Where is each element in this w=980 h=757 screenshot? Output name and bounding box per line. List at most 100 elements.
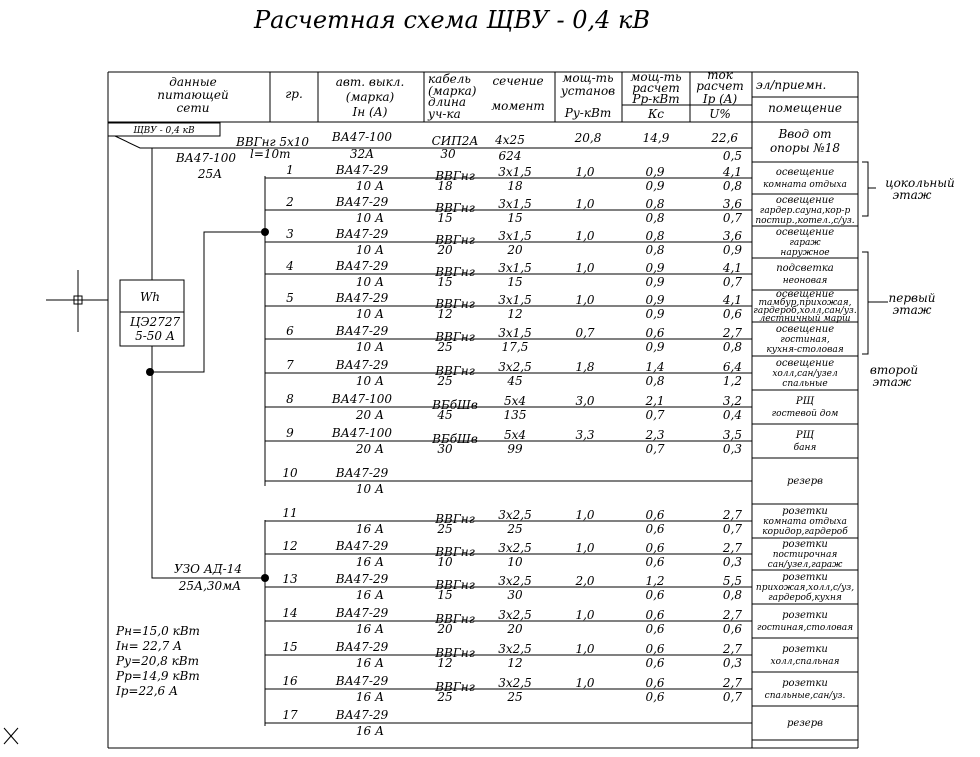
- input-rating: 32А: [350, 147, 374, 161]
- floor-braces: цокольный этаж первый этаж второй этаж: [862, 161, 955, 389]
- header-breaker-3: Iн (А): [352, 105, 388, 119]
- breaker-1: ВА47-29: [335, 163, 389, 177]
- input-consumer-2: опоры №18: [770, 141, 840, 155]
- breaker-rating-13: 16 А: [356, 588, 384, 602]
- power-inst-9: 3,3: [575, 428, 594, 442]
- moment-6: 17,5: [502, 340, 529, 354]
- power-calc-16: 0,6: [645, 676, 664, 690]
- moment-1: 18: [507, 179, 523, 193]
- cable-section-8: 5х4: [504, 394, 526, 408]
- current-5: 4,1: [722, 293, 742, 307]
- header-pcalc-3: Рр-кВт: [631, 92, 679, 106]
- breaker-rating-1: 10 А: [356, 179, 384, 193]
- consumer-11-line-0: розетки: [782, 506, 828, 517]
- breaker-rating-10: 10 А: [356, 482, 384, 496]
- cable-section-9: 5х4: [504, 428, 526, 442]
- group-number-10: 10: [282, 466, 298, 480]
- cable-section-12: 3х2,5: [498, 541, 532, 555]
- input-section: 4х25: [494, 133, 525, 147]
- consumer-1-line-0: освещение: [776, 167, 834, 178]
- consumer-3-line-2: наружное: [780, 248, 829, 258]
- summary-pu: Ру=20,8 кВт: [115, 654, 199, 668]
- voltage-drop-6: 0,8: [723, 340, 742, 354]
- consumer-5-line-3: лестничный марш: [760, 314, 851, 324]
- consumer-15-line-0: розетки: [782, 644, 828, 655]
- consumer-12-line-1: постирочная: [773, 550, 838, 560]
- input-breaker: ВА47-100: [331, 130, 393, 144]
- power-calc-11: 0,6: [645, 508, 664, 522]
- kc-15: 0,6: [645, 656, 664, 670]
- consumer-9-line-1: баня: [794, 442, 817, 453]
- header-current-1: ток: [707, 68, 734, 82]
- breaker-rating-9: 20 А: [355, 442, 384, 456]
- voltage-drop-11: 0,7: [723, 522, 742, 536]
- breaker-rating-6: 10 А: [356, 340, 384, 354]
- kc-12: 0,6: [645, 555, 664, 569]
- breaker-8: ВА47-100: [331, 392, 393, 406]
- kc-8: 0,7: [645, 408, 664, 422]
- cable-brand-4: ВВГнг: [434, 265, 475, 279]
- group-number-15: 15: [282, 640, 297, 654]
- input-section: ВВГнг 5х10 l=10m ВА47-100 25А ВА47-100 3…: [114, 127, 840, 181]
- summary-pp: Рр=14,9 кВт: [115, 669, 200, 683]
- header-breaker-2: (марка): [346, 90, 395, 104]
- breaker-17: ВА47-29: [335, 708, 389, 722]
- header-current-2: расчет: [696, 79, 744, 93]
- breaker-2: ВА47-29: [335, 195, 389, 209]
- group-number-16: 16: [282, 674, 298, 688]
- consumer-6-line-0: освещение: [776, 324, 834, 335]
- kc-14: 0,6: [645, 622, 664, 636]
- voltage-drop-4: 0,7: [723, 275, 742, 289]
- breaker-rating-8: 20 А: [355, 408, 384, 422]
- breaker-16: ВА47-29: [335, 674, 389, 688]
- frame: [107, 71, 859, 749]
- header-current-4: U%: [709, 107, 731, 121]
- consumer-6-line-1: гостиная,: [780, 335, 830, 345]
- voltage-drop-2: 0,7: [723, 211, 742, 225]
- consumer-4-line-1: неоновая: [783, 276, 828, 286]
- power-inst-2: 1,0: [575, 197, 594, 211]
- consumer-8-line-0: РЩ: [795, 396, 815, 407]
- current-11: 2,7: [722, 508, 742, 522]
- input-length: 30: [440, 147, 456, 161]
- consumer-2-line-1: гардер.сауна,кор-р: [760, 206, 851, 216]
- moment-16: 25: [506, 690, 522, 704]
- summary-block: Рн=15,0 кВт Iн= 22,7 А Ру=20,8 кВт Рр=14…: [115, 624, 200, 698]
- cable-length-4: 15: [437, 275, 452, 289]
- rcd-rating: 25А,30мА: [178, 579, 241, 593]
- group-number-7: 7: [286, 358, 294, 372]
- cable-brand-6: ВВГнг: [434, 330, 475, 344]
- cable-length-12: 10: [437, 555, 453, 569]
- table-header: данные питающей сети гр. авт. выкл. (мар…: [157, 68, 842, 121]
- breaker-rating-17: 16 А: [356, 724, 384, 738]
- power-calc-4: 0,9: [645, 261, 664, 275]
- input-moment: 624: [499, 149, 522, 163]
- header-cable-3: длина: [428, 95, 466, 109]
- breaker-rating-11: 16 А: [356, 522, 384, 536]
- voltage-drop-12: 0,3: [723, 555, 742, 569]
- cable-length-7: 25: [436, 374, 452, 388]
- cable-length-15: 12: [437, 656, 452, 670]
- voltage-drop-14: 0,6: [723, 622, 742, 636]
- power-inst-8: 3,0: [575, 394, 594, 408]
- consumer-5-line-2: гардероб,холл,сан/уз.: [753, 305, 857, 316]
- cable-brand-2: ВВГнг: [434, 201, 475, 215]
- consumer-2-line-0: освещение: [776, 195, 834, 206]
- cable-section-1: 3х1,5: [498, 165, 532, 179]
- kc-7: 0,8: [645, 374, 664, 388]
- floor-basement-2: этаж: [893, 188, 932, 202]
- consumer-14-line-1: гостиная,столовая: [757, 623, 853, 633]
- cable-brand-11: ВВГнг: [434, 512, 475, 526]
- cable-brand-5: ВВГнг: [434, 297, 475, 311]
- consumer-5-line-1: тамбур,прихожая,: [759, 297, 852, 308]
- header-pinst-3: Ру-кВт: [564, 106, 611, 120]
- header-moment: момент: [491, 99, 545, 113]
- consumer-2-line-2: постир.,котел.,с/уз.: [755, 216, 854, 226]
- voltage-drop-9: 0,3: [723, 442, 742, 456]
- cable-brand-9: ВБбШв: [431, 432, 478, 446]
- crosshair-icon: [46, 270, 108, 332]
- voltage-drop-3: 0,9: [723, 243, 742, 257]
- power-calc-15: 0,6: [645, 642, 664, 656]
- kc-11: 0,6: [645, 522, 664, 536]
